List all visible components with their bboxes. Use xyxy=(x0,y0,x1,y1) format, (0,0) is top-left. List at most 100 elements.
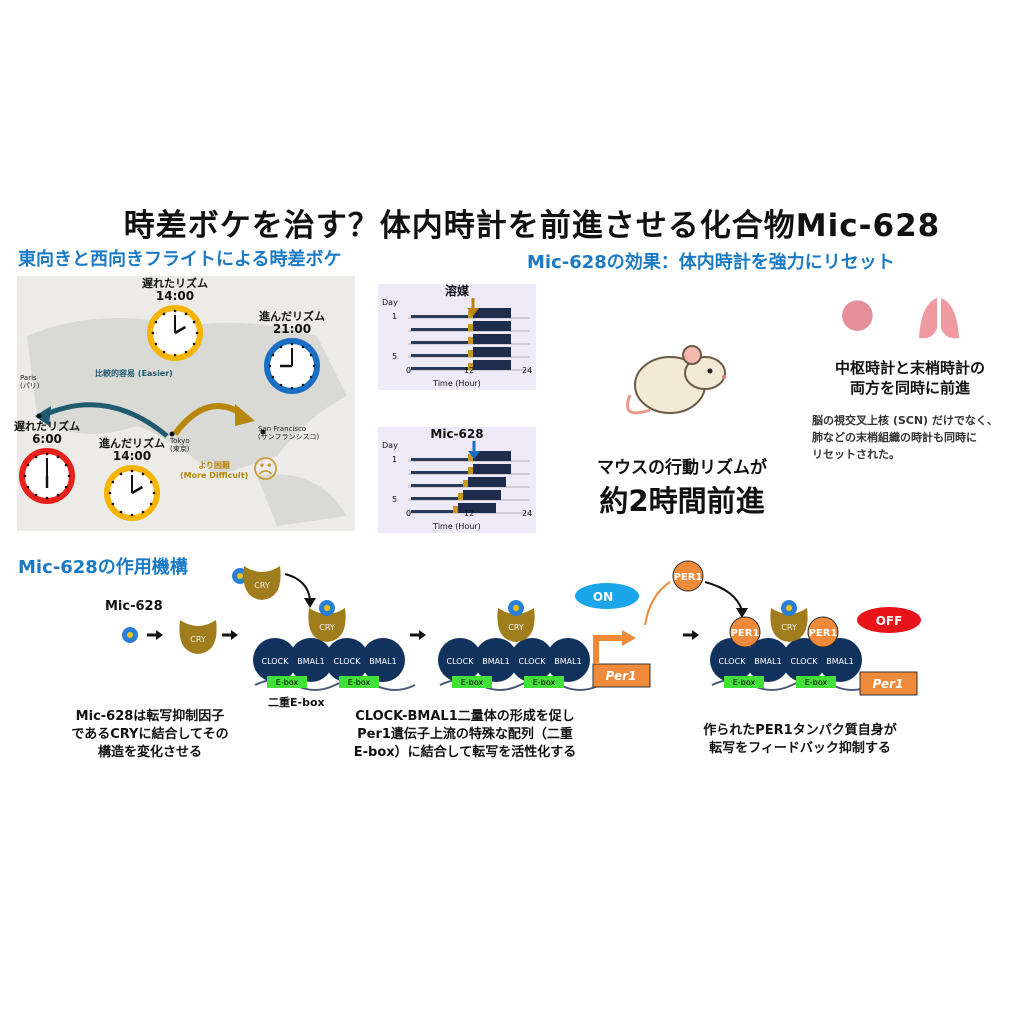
arrow-head-icon xyxy=(692,630,699,640)
transcription-arrow xyxy=(593,635,625,664)
complex-subunit xyxy=(710,638,754,682)
ebox-label: E-box xyxy=(805,678,828,687)
lungs-icon xyxy=(919,298,959,339)
day-axis-label: Day xyxy=(382,298,398,307)
city-sf: San Francisco(サンフランシスコ) xyxy=(258,425,320,441)
actogram-plot xyxy=(408,298,530,371)
cry-protein xyxy=(179,620,217,654)
arrow-head-icon xyxy=(156,630,163,640)
mouse-rhythm-text: マウスの行動リズムが xyxy=(597,458,767,478)
cry-protein xyxy=(243,566,281,600)
on-badge xyxy=(575,583,639,609)
arrow xyxy=(704,581,743,611)
per1-gene-box xyxy=(859,671,918,696)
organ-heading: 中枢時計と末梢時計の両方を同時に前進 xyxy=(834,359,985,397)
day-tick: 1 xyxy=(392,455,398,464)
bmal1-label: BMAL1 xyxy=(826,657,853,666)
complex-subunit xyxy=(474,638,518,682)
bmal1-label: BMAL1 xyxy=(297,657,324,666)
cry-protein xyxy=(770,608,808,642)
actogram-title: Mic-628 xyxy=(430,427,484,441)
actogram-vehicle: 溶媒 Day 1 5 0 12 24 Time (Hour) xyxy=(378,284,536,390)
ebox-label: E-box xyxy=(733,678,756,687)
harder-label: より困難(More Difficult) xyxy=(180,461,249,480)
clock-face-icon xyxy=(104,465,160,521)
cry-label: CRY xyxy=(190,635,206,644)
arrow-head-icon xyxy=(304,598,316,608)
bmal1-label: BMAL1 xyxy=(754,657,781,666)
per1-protein xyxy=(729,616,761,648)
day-tick: 1 xyxy=(392,312,398,321)
actogram-title: 溶媒 xyxy=(444,284,469,298)
clock-label: CLOCK xyxy=(262,657,290,666)
clock-time: 6:00 xyxy=(32,432,62,446)
complex-subunit xyxy=(289,638,333,682)
x-tick: 12 xyxy=(464,366,475,375)
bmal1-label: BMAL1 xyxy=(369,657,396,666)
complex-subunit xyxy=(438,638,482,682)
per1-protein xyxy=(807,616,839,648)
caption-step3: 作られたPER1タンパク質自身が転写をフィードバック抑制する xyxy=(703,723,897,756)
clock-face-icon xyxy=(264,338,320,394)
city-tokyo: Tokyo(東京) xyxy=(170,437,190,453)
clock-label: 進んだリズム xyxy=(259,310,325,323)
per1-gene-label: Per1 xyxy=(873,677,904,691)
cry-label: CRY xyxy=(254,581,270,590)
clock-label: 遅れたリズム xyxy=(14,420,80,433)
ebox-label: E-box xyxy=(533,678,556,687)
molecule-core xyxy=(237,573,243,579)
sleepy-face-icon: ☹ xyxy=(252,455,280,485)
mouse-advance-text: 約2時間前進 xyxy=(599,484,765,518)
ebox-box xyxy=(267,676,307,688)
complex-subunit xyxy=(253,638,297,682)
day-tick: 5 xyxy=(392,495,398,504)
ebox-label: E-box xyxy=(276,678,299,687)
cry-label: CRY xyxy=(781,623,797,632)
arrow-head-icon xyxy=(622,630,636,646)
arrow-head-icon xyxy=(736,608,748,618)
bmal1-label: BMAL1 xyxy=(554,657,581,666)
compound-label: Mic-628 xyxy=(105,599,163,614)
organ-description: 脳の視交叉上核 (SCN) だけでなく、肺などの末梢組織の時計も同時にリセットさ… xyxy=(812,414,998,461)
mouse-illustration xyxy=(626,345,726,415)
complex-subunit xyxy=(361,638,405,682)
clock-label: CLOCK xyxy=(791,657,819,666)
per1-gene-box xyxy=(592,663,651,688)
ebox-label: E-box xyxy=(461,678,484,687)
molecule-core xyxy=(127,632,133,638)
molecule-core xyxy=(513,605,519,611)
mechanism-subtitle: Mic-628の作用機構 xyxy=(18,557,188,578)
per1-gene-label: Per1 xyxy=(606,669,637,683)
complex-subunit xyxy=(782,638,826,682)
complex-subunit xyxy=(546,638,590,682)
double-ebox-label: 二重E-box xyxy=(268,696,325,709)
jetlag-subtitle: 東向きと西向きフライトによる時差ボケ xyxy=(18,249,342,270)
ebox-box xyxy=(724,676,764,688)
ebox-box xyxy=(796,676,836,688)
bmal1-label: BMAL1 xyxy=(482,657,509,666)
molecule-core xyxy=(324,605,330,611)
per1-protein-label: PER1 xyxy=(731,628,760,639)
complex-subunit xyxy=(818,638,862,682)
day-tick: 5 xyxy=(392,352,398,361)
clock-label: CLOCK xyxy=(447,657,475,666)
clock-label: CLOCK xyxy=(719,657,747,666)
clock-time: 21:00 xyxy=(272,322,312,336)
clock-face-icon xyxy=(19,448,75,504)
complex-subunit xyxy=(510,638,554,682)
complex-subunit xyxy=(325,638,369,682)
x-tick: 24 xyxy=(522,366,533,375)
arrow-head-icon xyxy=(419,630,426,640)
x-tick: 0 xyxy=(406,509,412,518)
cry-label: CRY xyxy=(508,623,524,632)
city-paris: Paris(パリ) xyxy=(20,374,40,390)
brain-icon: ● xyxy=(840,290,875,336)
molecule-core xyxy=(786,605,792,611)
effect-subtitle: Mic-628の効果：体内時計を強力にリセット xyxy=(527,252,895,273)
per1-protein-label: PER1 xyxy=(674,572,703,583)
